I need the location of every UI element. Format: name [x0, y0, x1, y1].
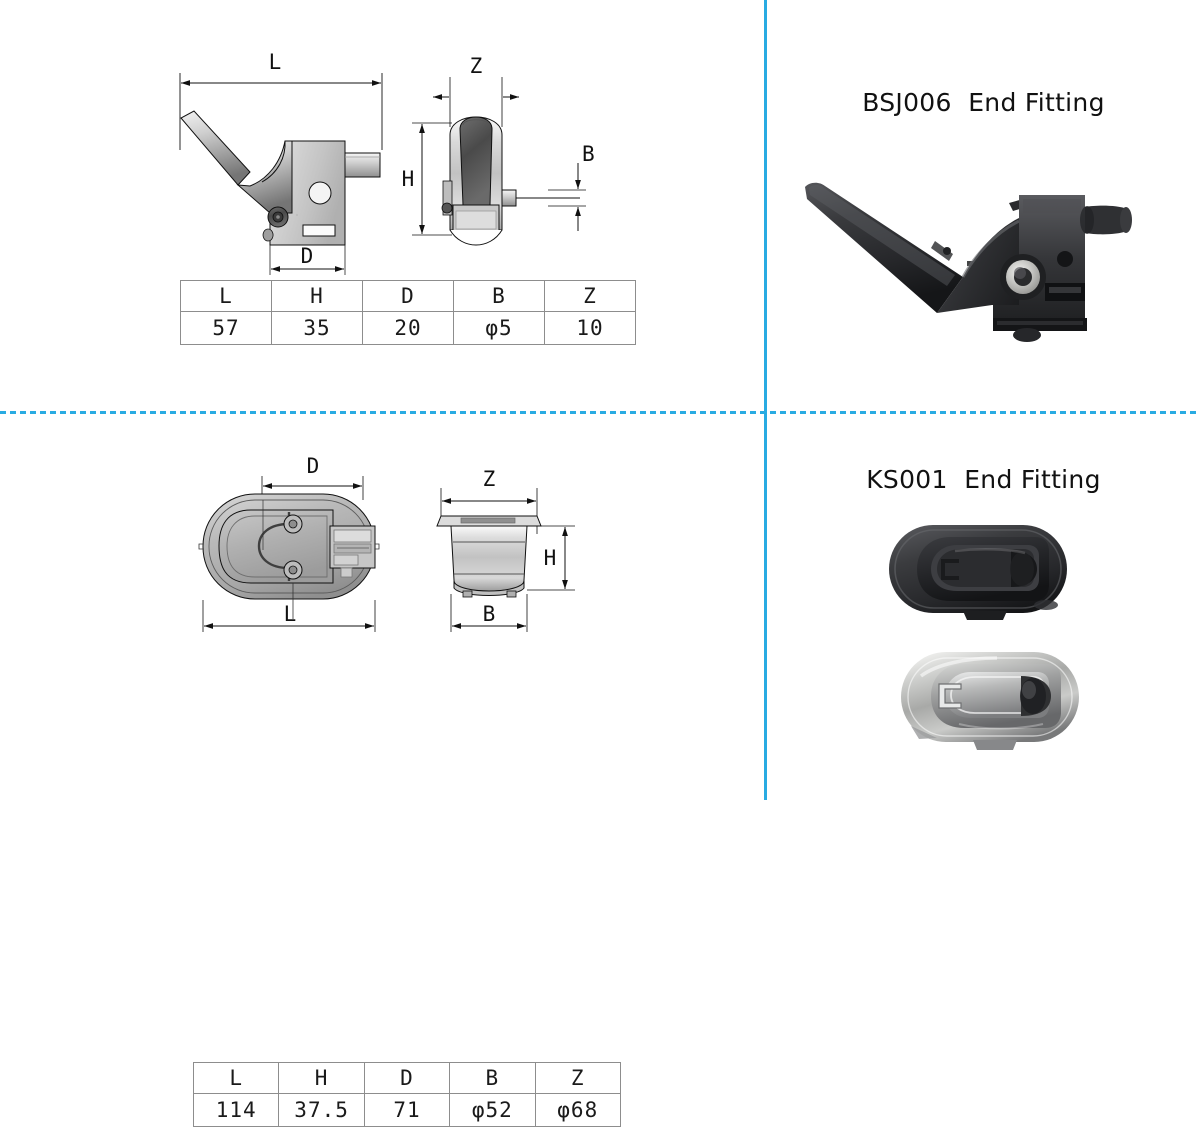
- ks001-title: KS001 End Fitting: [866, 465, 1101, 494]
- spec-value-cell: 37.5: [278, 1093, 365, 1127]
- table-row: 114 37.5 71 φ52 φ68: [192, 1093, 621, 1127]
- bsj006-product-panel: BSJ006 End Fitting: [767, 0, 1200, 411]
- bsj006-lever-fitting-photo: [805, 182, 1132, 342]
- ks001-technical-drawing: D: [198, 454, 575, 632]
- svg-text:L: L: [269, 50, 282, 74]
- ks001-oval-latch-black-photo: [889, 525, 1067, 620]
- ks001-oval-latch-chrome-photo: [901, 652, 1079, 750]
- spec-header-cell: D: [363, 1062, 451, 1094]
- spec-header-cell: B: [453, 280, 545, 312]
- spec-value-cell: φ68: [534, 1093, 621, 1127]
- svg-text:Z: Z: [483, 467, 496, 491]
- spec-header-cell: H: [271, 280, 363, 312]
- spec-header-cell: B: [449, 1062, 536, 1094]
- svg-text:D: D: [301, 244, 314, 268]
- horizontal-divider: [0, 411, 1200, 414]
- spec-header-cell: H: [278, 1062, 365, 1094]
- svg-text:D: D: [307, 454, 320, 478]
- bsj006-technical-drawing: L: [179, 50, 595, 275]
- spec-value-cell: 20: [362, 311, 454, 345]
- spec-value-cell: 10: [544, 311, 636, 345]
- table-row: L H D B Z: [180, 280, 636, 312]
- spec-value-cell: φ52: [449, 1093, 536, 1127]
- spec-header-cell: L: [180, 280, 272, 312]
- bsj006-title: BSJ006 End Fitting: [862, 88, 1105, 117]
- spec-header-cell: L: [192, 1062, 280, 1094]
- svg-text:H: H: [402, 167, 415, 191]
- table-row: L H D B Z: [192, 1062, 621, 1094]
- bsj006-spec-table: L H D B Z 57 35 20 φ5 10: [180, 280, 636, 345]
- svg-text:B: B: [483, 602, 496, 626]
- spec-value-cell: 57: [180, 311, 272, 345]
- spec-value-cell: 71: [363, 1093, 451, 1127]
- spec-value-cell: 35: [271, 311, 363, 345]
- ks001-spec-table: L H D B Z 114 37.5 71 φ52 φ68: [192, 1062, 621, 1127]
- spec-value-cell: 114: [192, 1093, 280, 1127]
- svg-text:Z: Z: [470, 54, 483, 78]
- svg-text:B: B: [582, 142, 595, 166]
- spec-header-cell: D: [362, 280, 454, 312]
- table-row: 57 35 20 φ5 10: [180, 311, 636, 345]
- svg-text:H: H: [544, 546, 557, 570]
- ks001-product-panel: KS001 End Fitting: [767, 414, 1200, 800]
- vertical-divider: [764, 0, 767, 800]
- svg-text:L: L: [284, 602, 297, 626]
- spec-value-cell: φ5: [453, 311, 545, 345]
- spec-header-cell: Z: [544, 280, 636, 312]
- spec-header-cell: Z: [534, 1062, 621, 1094]
- bsj006-drawing-panel: L: [0, 0, 764, 411]
- ks001-drawing-panel: D: [0, 414, 764, 1127]
